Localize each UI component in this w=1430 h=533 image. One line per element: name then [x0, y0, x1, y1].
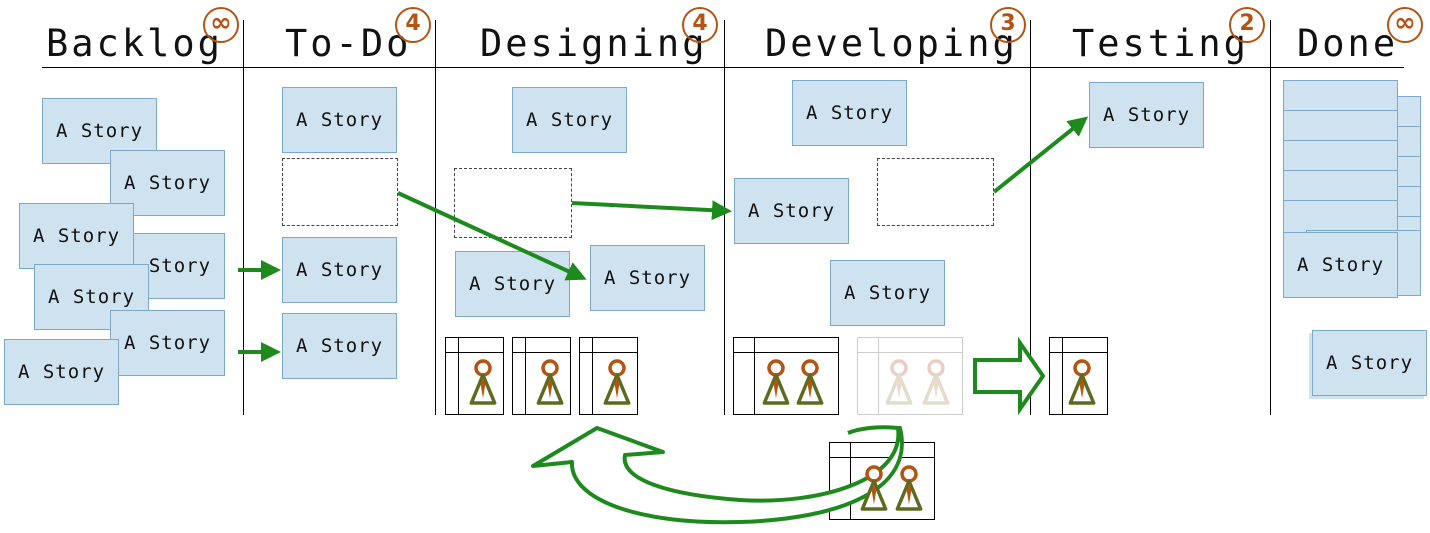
column-divider — [1270, 20, 1271, 415]
empty-card-slot — [282, 158, 398, 226]
story-card[interactable]: A Story — [110, 310, 225, 376]
story-card[interactable]: A Story — [282, 87, 397, 153]
person-icon-faded — [922, 359, 950, 405]
wip-limit-badge-done: ∞ — [1387, 7, 1423, 43]
story-card[interactable]: A Story — [1089, 82, 1204, 148]
person-icon-faded — [885, 359, 913, 405]
person-icon — [1068, 359, 1096, 405]
story-card[interactable]: A Story — [282, 313, 397, 379]
person-icon — [469, 359, 497, 405]
person-icon — [762, 359, 790, 405]
empty-card-slot — [877, 158, 994, 226]
person-icon — [536, 359, 564, 405]
wip-limit-badge-testing: 2 — [1229, 7, 1265, 43]
story-card[interactable]: A Story — [4, 339, 119, 405]
wip-limit-badge-backlog: ∞ — [203, 7, 239, 43]
story-card[interactable]: A Story — [512, 87, 627, 153]
column-title-done: Done — [1297, 22, 1399, 65]
column-title-todo: To-Do — [285, 22, 412, 65]
story-card[interactable]: A Story — [792, 80, 907, 146]
column-title-developing: Developing — [765, 22, 1018, 65]
story-card[interactable]: A Story — [1312, 330, 1427, 396]
move-arrow — [397, 191, 587, 281]
story-card[interactable]: A Story — [830, 260, 945, 326]
column-divider — [1030, 20, 1031, 415]
wip-limit-badge-designing: 4 — [682, 7, 718, 43]
move-arrow — [992, 116, 1089, 194]
person-icon — [895, 465, 923, 511]
column-divider — [435, 20, 436, 415]
person-icon — [796, 359, 824, 405]
story-card[interactable]: A Story — [590, 245, 705, 311]
story-card[interactable]: A Story — [1283, 232, 1398, 298]
column-title-testing: Testing — [1072, 22, 1249, 65]
story-card[interactable]: A Story — [282, 237, 397, 303]
header-divider — [42, 67, 1404, 68]
wip-limit-badge-developing: 3 — [990, 7, 1026, 43]
move-arrow — [571, 200, 732, 221]
story-card[interactable]: A Story — [734, 178, 849, 244]
curved-return-arrow-tail — [847, 425, 899, 435]
curved-return-arrow — [531, 426, 904, 525]
block-arrow — [973, 336, 1046, 416]
person-icon — [603, 359, 631, 405]
wip-limit-badge-todo: 4 — [395, 7, 431, 43]
column-title-designing: Designing — [480, 22, 708, 65]
story-card[interactable]: A Story — [19, 203, 134, 269]
column-divider — [243, 20, 244, 415]
column-title-backlog: Backlog — [46, 22, 223, 65]
